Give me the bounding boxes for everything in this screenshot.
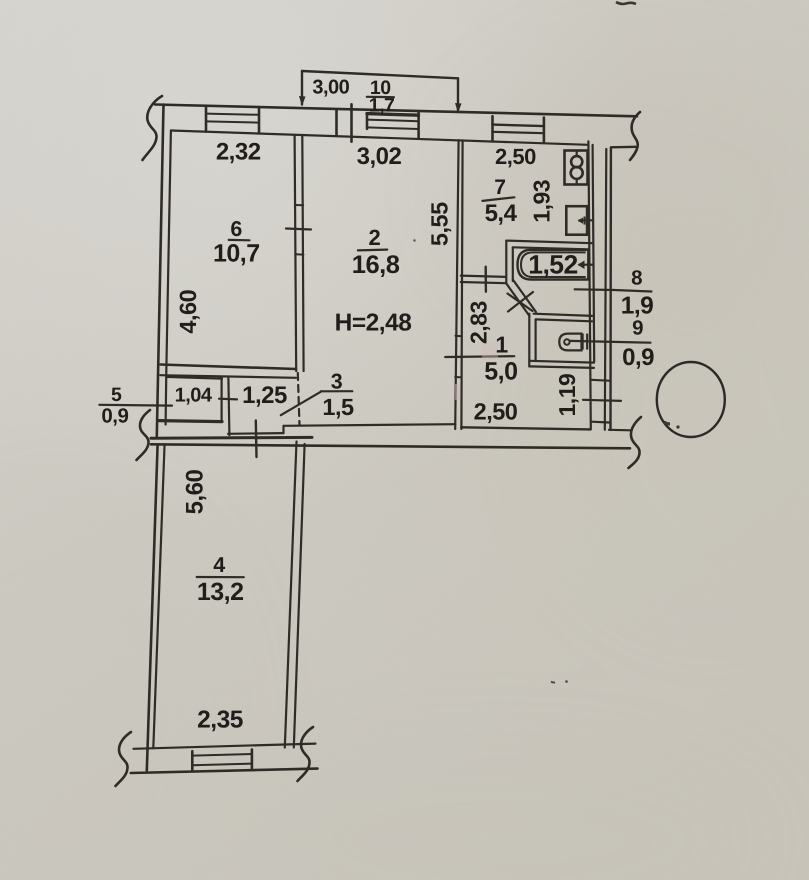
svg-text:0,9: 0,9 (622, 344, 654, 371)
svg-text:H=2,48: H=2,48 (335, 310, 412, 337)
svg-text:1,5: 1,5 (322, 394, 354, 420)
svg-text:7: 7 (494, 176, 505, 199)
svg-text:1,25: 1,25 (242, 382, 287, 409)
svg-text:3,00: 3,00 (312, 76, 349, 98)
svg-text:6: 6 (230, 217, 242, 241)
svg-text:4: 4 (213, 553, 225, 577)
svg-text:1,19: 1,19 (554, 374, 580, 417)
svg-text:9: 9 (632, 317, 643, 340)
svg-text:3: 3 (331, 370, 343, 394)
svg-text:5,60: 5,60 (182, 469, 209, 514)
svg-text:1,52: 1,52 (528, 250, 578, 280)
svg-text:5,0: 5,0 (484, 358, 517, 386)
svg-text:1: 1 (495, 332, 508, 358)
svg-text:2,50: 2,50 (474, 399, 518, 425)
svg-text:2,83: 2,83 (466, 301, 492, 344)
svg-text:0,9: 0,9 (101, 405, 128, 428)
svg-text:13,2: 13,2 (197, 578, 244, 606)
svg-text:16,8: 16,8 (352, 251, 400, 279)
svg-text:2: 2 (369, 225, 381, 250)
svg-text:1,04: 1,04 (175, 385, 213, 407)
svg-text:8: 8 (631, 267, 642, 290)
svg-text:5: 5 (111, 384, 122, 406)
svg-text:2,35: 2,35 (197, 707, 243, 734)
svg-text:4,60: 4,60 (175, 289, 201, 333)
svg-text:10: 10 (370, 77, 391, 99)
svg-text:5,4: 5,4 (485, 200, 518, 227)
svg-text:3,02: 3,02 (357, 143, 402, 170)
svg-text:1,9: 1,9 (621, 293, 654, 320)
svg-text:10,7: 10,7 (213, 240, 260, 268)
svg-text:1,7: 1,7 (369, 95, 395, 117)
svg-text:2,32: 2,32 (216, 139, 261, 166)
svg-text:5,55: 5,55 (427, 202, 453, 246)
svg-text:2,50: 2,50 (495, 144, 536, 169)
svg-text:1,93: 1,93 (529, 180, 555, 223)
